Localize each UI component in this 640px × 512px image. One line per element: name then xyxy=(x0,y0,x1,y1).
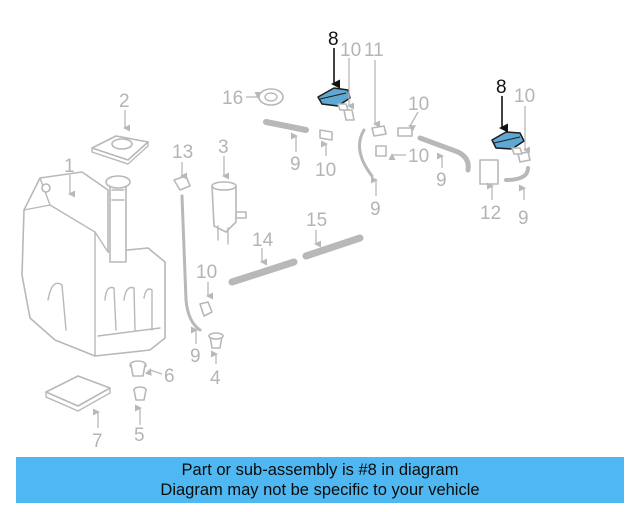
callout-8-left: 8 xyxy=(328,29,339,50)
part-info-banner: Part or sub-assembly is #8 in diagram Di… xyxy=(16,457,624,503)
banner-line-disclaimer: Diagram may not be specific to your vehi… xyxy=(160,481,480,499)
drain-plug xyxy=(133,386,147,401)
callout-3: 3 xyxy=(218,137,229,158)
callout-10-d: 10 xyxy=(408,146,429,167)
plug-cap xyxy=(129,360,147,377)
filler-cap xyxy=(91,135,149,165)
callout-9-d: 9 xyxy=(436,170,447,191)
callout-10-c: 10 xyxy=(196,262,217,283)
washer-reservoir-tank xyxy=(21,171,166,357)
parts-diagram: 1 2 3 4 5 6 7 8 8 9 9 9 9 9 10 10 10 10 … xyxy=(21,29,535,452)
callout-9-a: 9 xyxy=(290,154,301,175)
banner-line-part: Part or sub-assembly is #8 in diagram xyxy=(181,461,459,479)
callout-9-b: 9 xyxy=(190,346,201,367)
callout-10-f: 10 xyxy=(514,86,535,107)
leader-lines xyxy=(68,48,530,428)
insulator-pad xyxy=(45,375,111,412)
washer-pump xyxy=(211,181,247,245)
callout-15: 15 xyxy=(306,210,327,231)
callout-10-e: 10 xyxy=(408,94,429,115)
callout-9-e: 9 xyxy=(518,208,529,229)
callout-14: 14 xyxy=(252,230,274,251)
callout-5: 5 xyxy=(134,425,145,446)
callout-16: 16 xyxy=(222,88,243,109)
callout-12: 12 xyxy=(480,203,501,224)
ring-clip xyxy=(258,88,284,106)
washer-nozzle-right xyxy=(491,131,525,155)
callout-6: 6 xyxy=(164,366,175,387)
hose-14 xyxy=(228,258,298,286)
callout-10-a: 10 xyxy=(340,40,361,61)
callout-13: 13 xyxy=(172,142,193,163)
callout-9-c: 9 xyxy=(370,199,381,220)
grommet xyxy=(208,332,224,349)
callout-labels: 1 2 3 4 5 6 7 8 8 9 9 9 9 9 10 10 10 10 … xyxy=(64,29,535,452)
hose-15 xyxy=(302,234,364,260)
callout-2: 2 xyxy=(119,91,130,112)
callout-1: 1 xyxy=(64,156,75,177)
callout-7: 7 xyxy=(92,431,103,452)
callout-10-b: 10 xyxy=(315,160,336,181)
washer-nozzle-left xyxy=(317,87,351,111)
callout-8-right: 8 xyxy=(496,77,507,98)
callout-11: 11 xyxy=(364,40,384,61)
upper-hoses xyxy=(263,109,531,185)
callout-4: 4 xyxy=(210,368,221,389)
hose-bracket xyxy=(173,175,191,191)
